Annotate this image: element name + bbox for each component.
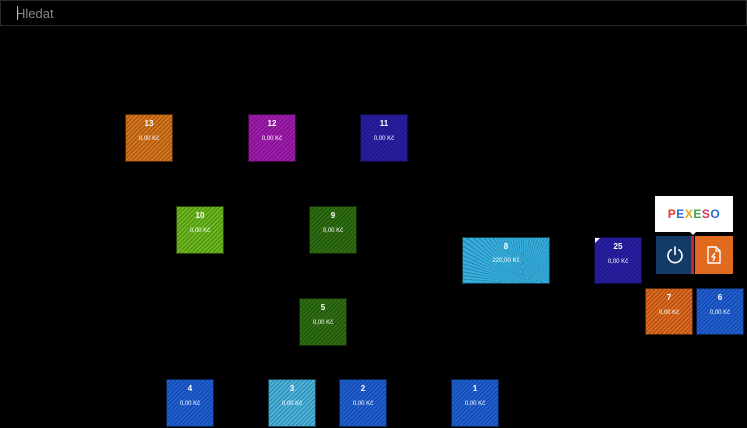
table-amount: 0,00 Kč [189,228,211,234]
table-tile-5[interactable]: 5 0,00 Kč [299,298,347,346]
table-number: 11 [379,119,389,128]
table-tile-12[interactable]: 12 0,00 Kč [248,114,296,162]
logo-pointer [688,230,698,235]
table-number: 3 [289,384,295,393]
table-tile-1[interactable]: 1 0,00 Kč [451,379,499,427]
pexeso-logo: PEXESO [655,196,733,235]
table-number: 5 [320,303,326,312]
table-number: 2 [360,384,366,393]
table-tile-13[interactable]: 13 0,00 Kč [125,114,173,162]
document-add-icon [707,246,721,264]
table-amount: 0,00 Kč [658,310,680,316]
table-number: 9 [330,211,336,220]
search-bar[interactable] [0,0,747,26]
table-tile-10[interactable]: 10 0,00 Kč [176,206,224,254]
table-amount: 0,00 Kč [322,228,344,234]
table-tile-2[interactable]: 2 0,00 Kč [339,379,387,427]
table-tile-25[interactable]: 25 0,00 Kč [594,237,642,284]
table-amount: 0,00 Kč [138,136,160,142]
table-amount: 0,00 Kč [281,401,303,407]
table-amount: 220,00 Kč [492,258,520,264]
table-amount: 0,00 Kč [607,259,629,265]
table-amount: 0,00 Kč [179,401,201,407]
power-icon [667,246,683,264]
table-amount: 0,00 Kč [261,136,283,142]
table-tile-9[interactable]: 9 0,00 Kč [309,206,357,254]
search-input[interactable] [16,4,716,22]
table-amount: 0,00 Kč [312,320,334,326]
table-number: 13 [144,119,154,128]
table-number: 4 [187,384,193,393]
table-number: 10 [195,211,205,220]
table-number: 12 [267,119,277,128]
corner-marker [595,238,600,243]
table-tile-11[interactable]: 11 0,00 Kč [360,114,408,162]
table-tile-8[interactable]: 8 220,00 Kč [462,237,550,284]
table-amount: 0,00 Kč [464,401,486,407]
table-number: 8 [503,242,509,251]
table-number: 6 [717,293,723,302]
table-tile-7[interactable]: 7 0,00 Kč [645,288,693,335]
table-number: 7 [666,293,672,302]
table-amount: 0,00 Kč [373,136,395,142]
table-number: 1 [472,384,478,393]
logo-wordmark: PEXESO [667,207,721,221]
new-document-button[interactable] [695,236,733,274]
power-button[interactable] [656,236,694,274]
table-tile-3[interactable]: 3 0,00 Kč [268,379,316,427]
table-number: 25 [613,242,623,251]
table-tile-4[interactable]: 4 0,00 Kč [166,379,214,427]
table-amount: 0,00 Kč [352,401,374,407]
table-amount: 0,00 Kč [709,310,731,316]
table-tile-6[interactable]: 6 0,00 Kč [696,288,744,335]
text-caret [17,6,18,20]
